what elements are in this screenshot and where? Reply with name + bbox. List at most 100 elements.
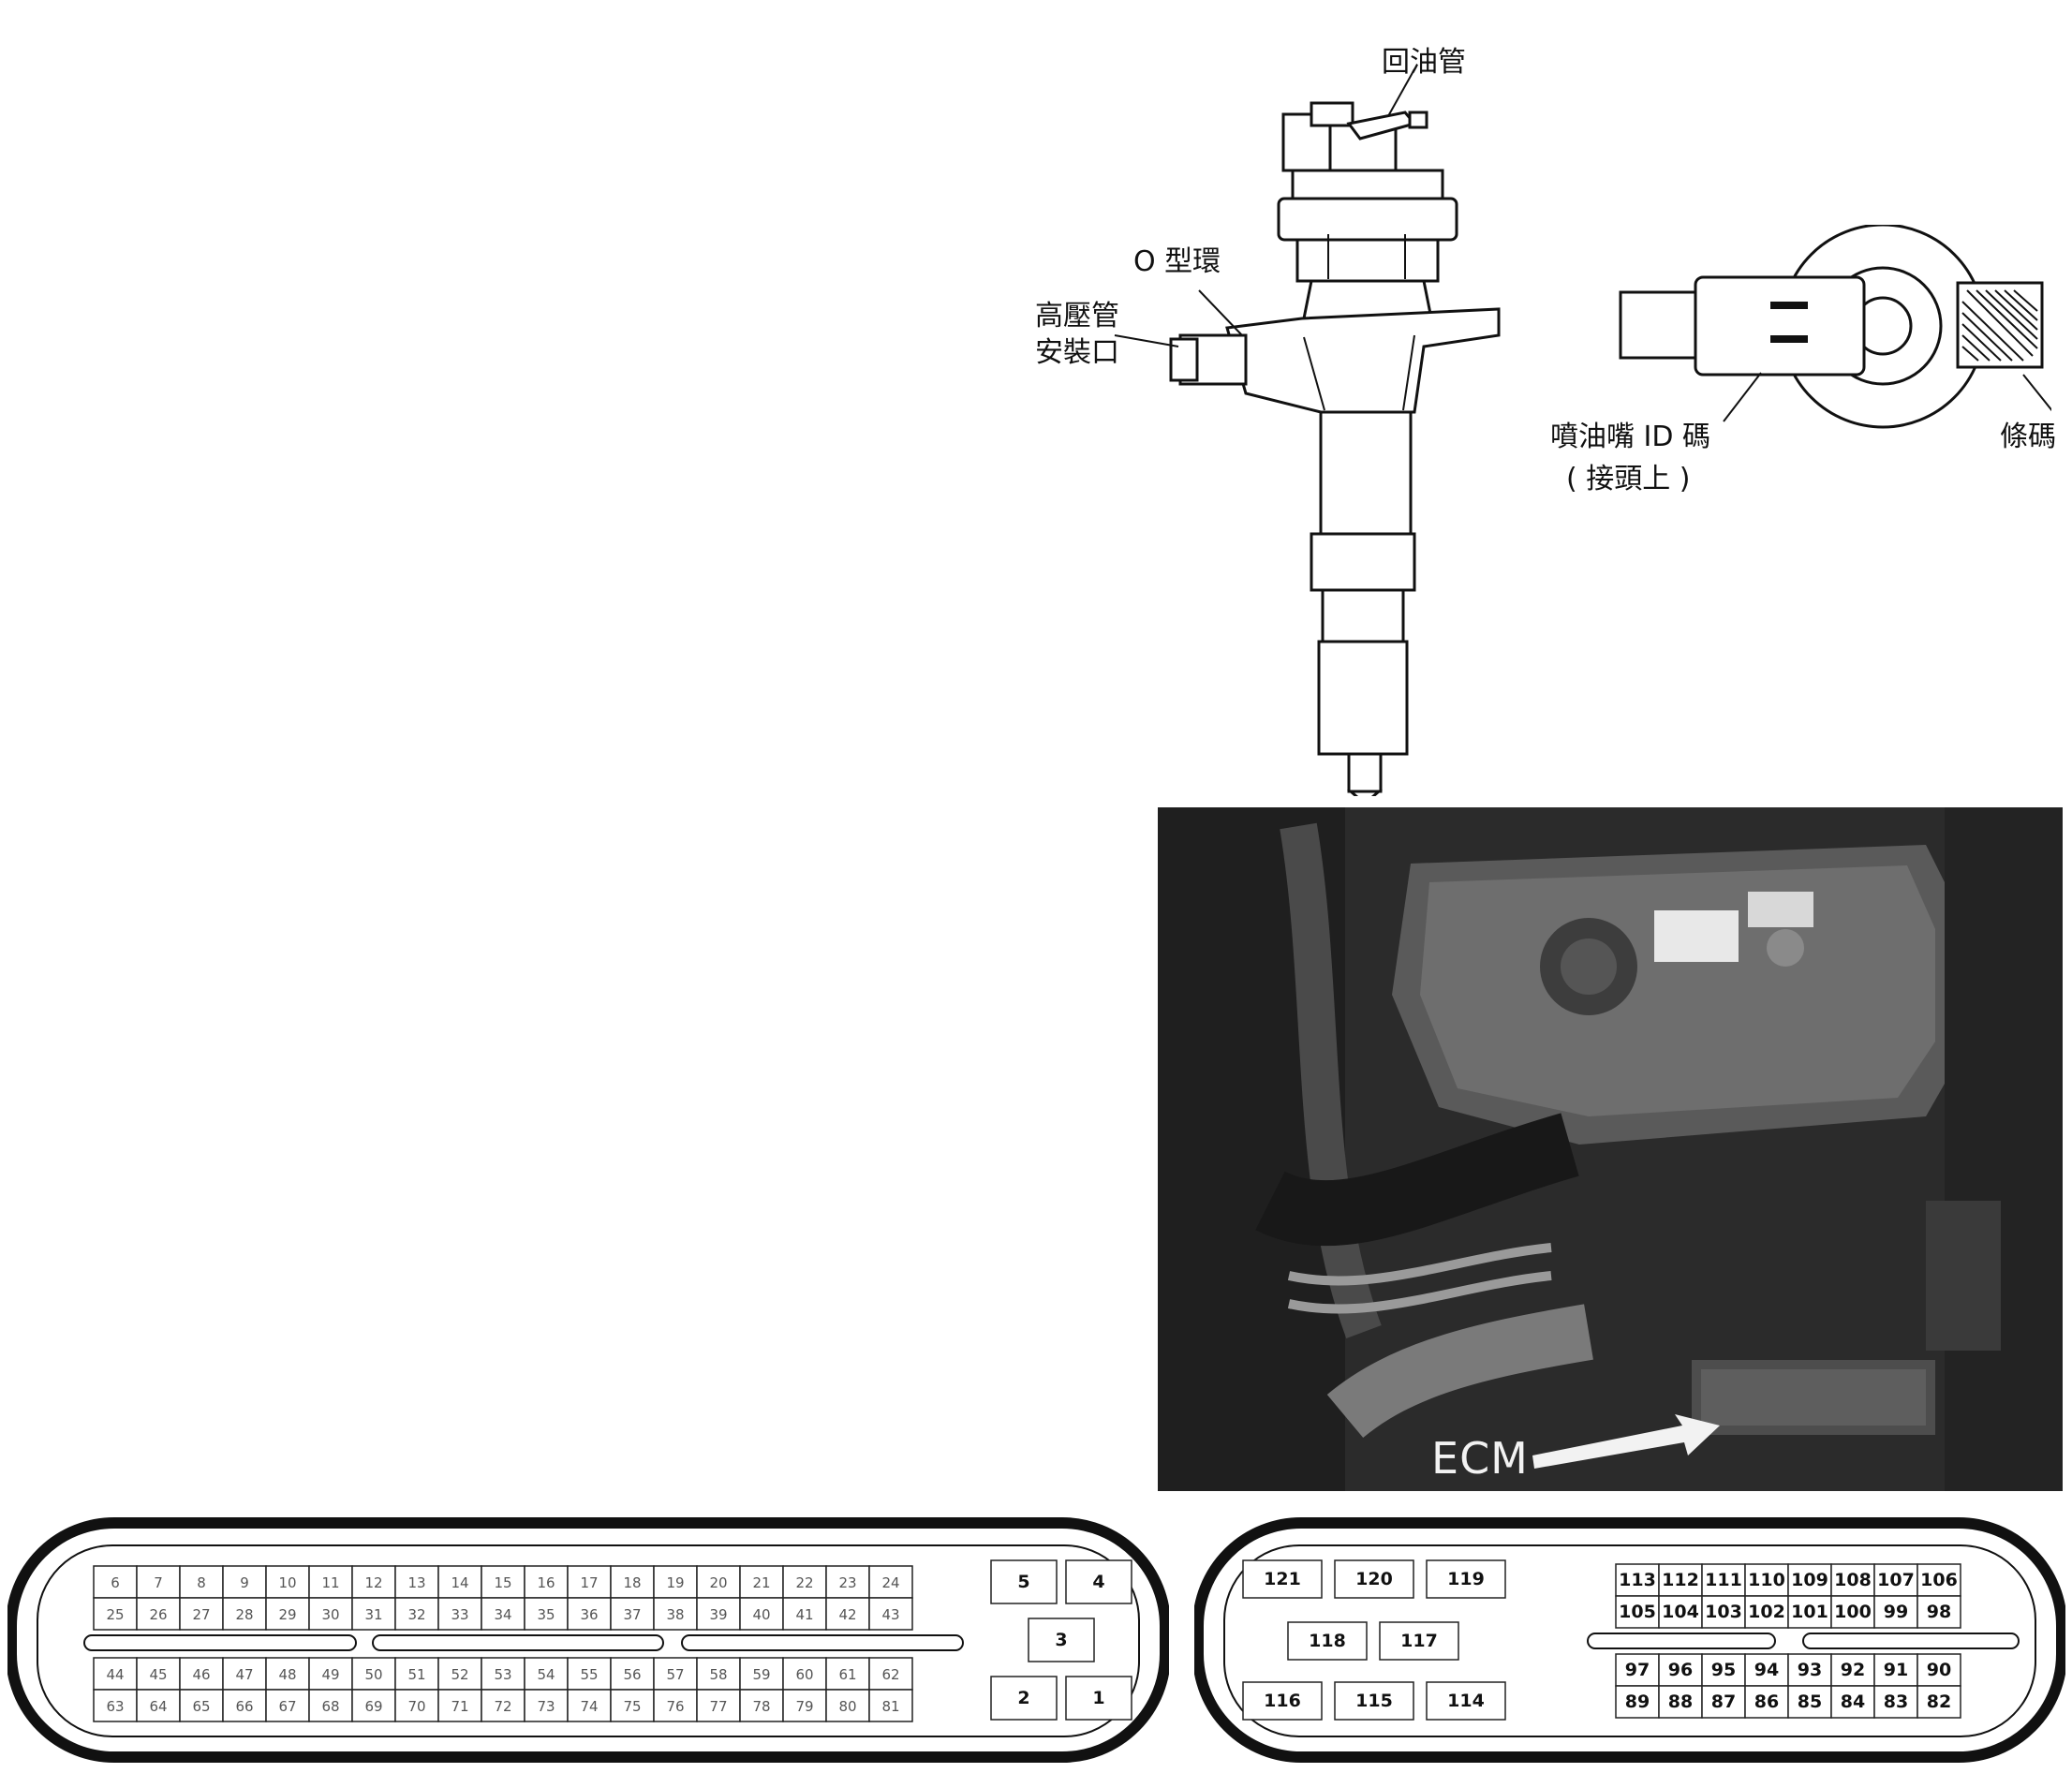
pin-number-81: 81 xyxy=(881,1698,899,1715)
pin-cell-116 xyxy=(1242,1681,1323,1721)
pin-number-121: 121 xyxy=(1264,1569,1301,1589)
pin-number-10: 10 xyxy=(278,1574,296,1591)
pin-number-9: 9 xyxy=(240,1574,249,1591)
pin-number-120: 120 xyxy=(1355,1569,1393,1589)
pin-number-23: 23 xyxy=(838,1574,856,1591)
pin-cell-102 xyxy=(1744,1595,1789,1629)
pin-cell-41 xyxy=(782,1597,827,1631)
pin-cell-70 xyxy=(394,1689,439,1722)
pin-number-93: 93 xyxy=(1798,1660,1822,1680)
pin-number-36: 36 xyxy=(580,1606,598,1623)
pin-cell-8 xyxy=(179,1565,224,1599)
ecm-label: ECM xyxy=(1431,1433,1529,1484)
pin-cell-107 xyxy=(1873,1563,1918,1597)
pin-number-110: 110 xyxy=(1748,1570,1785,1590)
pin-cell-47 xyxy=(222,1657,267,1691)
pin-number-32: 32 xyxy=(407,1606,425,1623)
pin-number-64: 64 xyxy=(149,1698,167,1715)
injector-top-view xyxy=(1619,225,2051,429)
pin-number-46: 46 xyxy=(192,1666,210,1683)
pin-number-106: 106 xyxy=(1920,1570,1958,1590)
pin-number-53: 53 xyxy=(494,1666,511,1683)
pin-number-18: 18 xyxy=(623,1574,641,1591)
connector-slot xyxy=(83,1634,357,1651)
injector-diagram xyxy=(1114,68,1501,796)
pin-cell-57 xyxy=(653,1657,698,1691)
pin-number-41: 41 xyxy=(795,1606,813,1623)
return-pipe-label: 回油管 xyxy=(1382,46,1466,79)
pin-number-85: 85 xyxy=(1798,1692,1822,1712)
high-pressure-pipe-label: 高壓管 xyxy=(1035,300,1119,332)
pin-number-13: 13 xyxy=(407,1574,425,1591)
pin-number-48: 48 xyxy=(278,1666,296,1683)
pin-number-96: 96 xyxy=(1668,1660,1693,1680)
pin-number-20: 20 xyxy=(709,1574,727,1591)
pin-number-50: 50 xyxy=(364,1666,382,1683)
connector-slot xyxy=(1587,1633,1776,1649)
pin-number-29: 29 xyxy=(278,1606,296,1623)
pin-cell-48 xyxy=(265,1657,310,1691)
pin-number-31: 31 xyxy=(364,1606,382,1623)
pin-number-58: 58 xyxy=(709,1666,727,1683)
pin-cell-89 xyxy=(1615,1685,1660,1719)
pin-number-56: 56 xyxy=(623,1666,641,1683)
pin-number-92: 92 xyxy=(1841,1660,1865,1680)
pin-number-111: 111 xyxy=(1705,1570,1742,1590)
pin-number-43: 43 xyxy=(881,1606,899,1623)
barcode-label: 條碼 xyxy=(2000,421,2056,453)
pin-cell-96 xyxy=(1658,1653,1703,1687)
pin-cell-121 xyxy=(1242,1559,1323,1599)
pin-cell-119 xyxy=(1426,1559,1506,1599)
pin-cell-30 xyxy=(308,1597,353,1631)
pin-number-45: 45 xyxy=(149,1666,167,1683)
pin-number-76: 76 xyxy=(666,1698,684,1715)
pin-cell-85 xyxy=(1787,1685,1832,1719)
pin-number-49: 49 xyxy=(321,1666,339,1683)
pin-cell-54 xyxy=(524,1657,569,1691)
pin-cell-45 xyxy=(136,1657,181,1691)
pin-number-38: 38 xyxy=(666,1606,684,1623)
pin-cell-50 xyxy=(351,1657,396,1691)
pin-number-78: 78 xyxy=(752,1698,770,1715)
pin-cell-42 xyxy=(825,1597,870,1631)
pin-number-37: 37 xyxy=(623,1606,641,1623)
pin-cell-88 xyxy=(1658,1685,1703,1719)
pin-cell-82 xyxy=(1917,1685,1961,1719)
pin-cell-4 xyxy=(1065,1559,1132,1604)
pin-cell-79 xyxy=(782,1689,827,1722)
pin-cell-81 xyxy=(868,1689,913,1722)
pin-number-70: 70 xyxy=(407,1698,425,1715)
pin-cell-21 xyxy=(739,1565,784,1599)
pin-cell-114 xyxy=(1426,1681,1506,1721)
pin-cell-34 xyxy=(481,1597,525,1631)
pin-cell-118 xyxy=(1287,1621,1368,1661)
pin-number-60: 60 xyxy=(795,1666,813,1683)
pin-cell-101 xyxy=(1787,1595,1832,1629)
pin-cell-67 xyxy=(265,1689,310,1722)
pin-number-98: 98 xyxy=(1927,1602,1951,1622)
pin-number-66: 66 xyxy=(235,1698,253,1715)
pin-cell-80 xyxy=(825,1689,870,1722)
pin-number-107: 107 xyxy=(1877,1570,1915,1590)
pin-number-115: 115 xyxy=(1355,1691,1393,1711)
pin-number-52: 52 xyxy=(451,1666,468,1683)
pin-number-71: 71 xyxy=(451,1698,468,1715)
pin-cell-92 xyxy=(1830,1653,1875,1687)
pin-number-40: 40 xyxy=(752,1606,770,1623)
pin-number-72: 72 xyxy=(494,1698,511,1715)
pin-cell-78 xyxy=(739,1689,784,1722)
connector-slot xyxy=(681,1634,964,1651)
pin-cell-65 xyxy=(179,1689,224,1722)
pin-cell-49 xyxy=(308,1657,353,1691)
pin-cell-98 xyxy=(1917,1595,1961,1629)
pin-number-101: 101 xyxy=(1791,1602,1828,1622)
pin-number-14: 14 xyxy=(451,1574,468,1591)
pin-number-116: 116 xyxy=(1264,1691,1301,1711)
pin-number-30: 30 xyxy=(321,1606,339,1623)
pin-number-119: 119 xyxy=(1447,1569,1485,1589)
pin-number-16: 16 xyxy=(537,1574,555,1591)
pin-number-79: 79 xyxy=(795,1698,813,1715)
pin-number-22: 22 xyxy=(795,1574,813,1591)
pin-cell-15 xyxy=(481,1565,525,1599)
